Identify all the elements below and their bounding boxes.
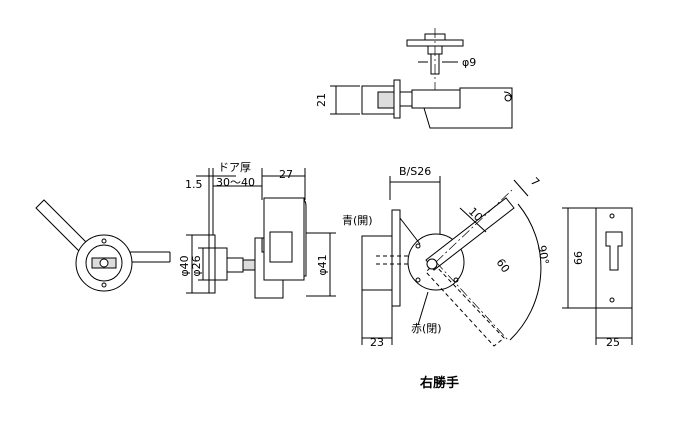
side-view: ドア厚 1.5 30～40 27 φ40 φ26 φ41 <box>178 161 336 299</box>
caption: 右勝手 <box>419 375 459 391</box>
right-front-view: B/S26 青(開) 赤(閉) 23 10 7 60 90° <box>342 165 551 349</box>
dim-30-40: 30～40 <box>216 176 255 189</box>
label-red-closed: 赤(閉) <box>411 322 442 335</box>
dim-1-5: 1.5 <box>185 178 203 191</box>
dim-bs26: B/S26 <box>399 165 431 178</box>
dim-23: 23 <box>370 336 384 349</box>
dim-66: 66 <box>572 251 585 265</box>
dim-door-thickness: ドア厚 <box>218 161 251 174</box>
top-view: φ9 21 <box>315 28 513 129</box>
dim-phi40: φ40 <box>178 255 191 276</box>
dim-phi9: φ9 <box>462 56 476 69</box>
dim-phi26: φ26 <box>190 255 203 276</box>
dim-phi41: φ41 <box>316 254 329 275</box>
strike-plate-view: 66 25 <box>562 207 633 349</box>
label-blue-open: 青(開) <box>342 214 373 227</box>
left-front-view <box>35 199 171 292</box>
dim-21: 21 <box>315 93 328 107</box>
dim-90: 90° <box>535 244 551 265</box>
dim-60: 60 <box>494 256 513 275</box>
dim-25: 25 <box>606 336 620 349</box>
dim-27: 27 <box>279 168 293 181</box>
dim-7: 7 <box>528 175 542 189</box>
